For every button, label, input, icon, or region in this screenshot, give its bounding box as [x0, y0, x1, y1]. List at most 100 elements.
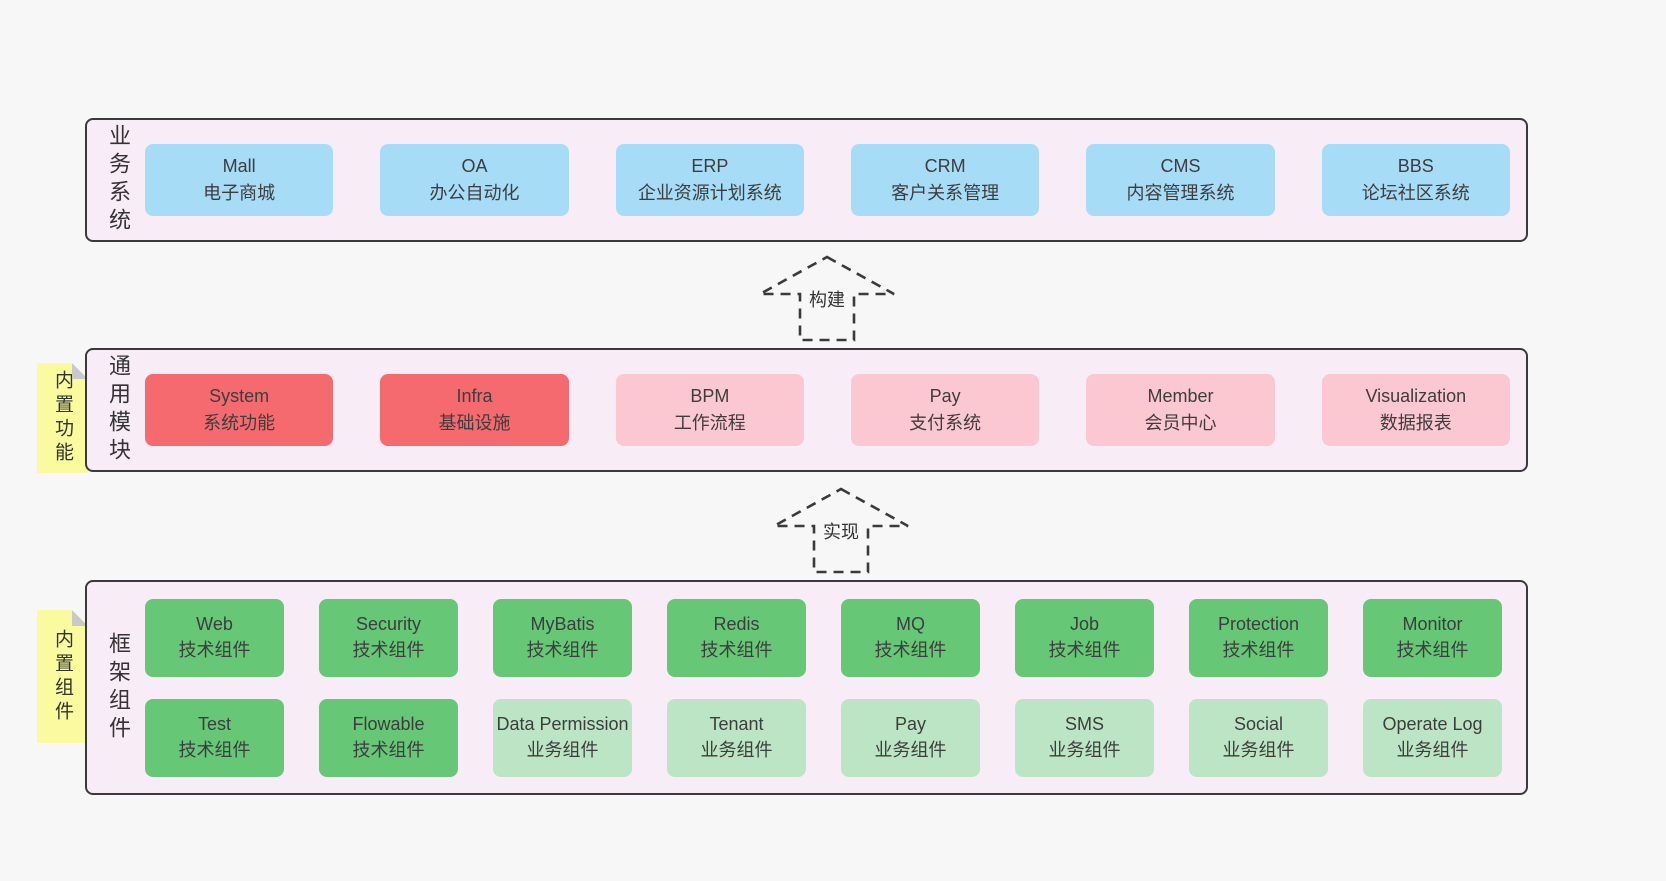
box-monitor: Monitor 技术组件	[1363, 598, 1502, 677]
layer-panel-business: 业务系统 Mall 电子商城 OA 办公自动化 ERP 企业资源计划系统 CRM…	[85, 118, 1528, 242]
box-title: Monitor	[1402, 614, 1463, 635]
box-tenant: Tenant 业务组件	[667, 698, 806, 777]
box-title: Flowable	[352, 714, 425, 735]
box-title: CMS	[1160, 156, 1201, 176]
note-built-in-components: 内置组件	[37, 610, 88, 743]
box-visualization: Visualization 数据报表	[1321, 374, 1510, 446]
box-cms: CMS 内容管理系统	[1086, 144, 1275, 216]
box-subtitle: 业务组件	[874, 739, 947, 760]
box-title: BPM	[690, 386, 730, 406]
box-subtitle: 业务组件	[700, 739, 773, 760]
components-row-2: Test 技术组件 Flowable 技术组件 Data Permission …	[145, 698, 1502, 777]
box-job: Job 技术组件	[1015, 598, 1154, 677]
box-subtitle: 支付系统	[909, 413, 982, 433]
box-flowable: Flowable 技术组件	[319, 698, 458, 777]
box-infra: Infra 基础设施	[380, 374, 569, 446]
box-test: Test 技术组件	[145, 698, 284, 777]
box-crm: CRM 客户关系管理	[850, 144, 1040, 216]
box-web: Web 技术组件	[145, 598, 284, 677]
box-bpm: BPM 工作流程	[615, 374, 804, 446]
box-member: Member 会员中心	[1086, 374, 1275, 446]
box-subtitle: 会员中心	[1144, 413, 1217, 433]
business-boxes-row: Mall 电子商城 OA 办公自动化 ERP 企业资源计划系统 CRM 客户关系…	[145, 120, 1510, 240]
layer-panel-components: 框架组件 Web 技术组件 Security 技术组件 MyBatis 技术组件…	[85, 580, 1528, 795]
box-subtitle: 业务组件	[1222, 739, 1295, 760]
box-title: Social	[1233, 714, 1284, 735]
box-subtitle: 客户关系管理	[891, 183, 1000, 203]
box-title: System	[209, 386, 270, 406]
box-subtitle: 技术组件	[178, 639, 251, 660]
box-subtitle: 技术组件	[352, 639, 425, 660]
box-mq: MQ 技术组件	[841, 598, 980, 677]
box-erp: ERP 企业资源计划系统	[615, 144, 804, 216]
box-title: Infra	[456, 386, 493, 406]
box-title: Protection	[1217, 614, 1300, 635]
box-title: Pay	[929, 386, 961, 406]
box-title: Tenant	[709, 714, 764, 735]
note-built-in-functions: 内置功能	[37, 363, 88, 473]
box-subtitle: 技术组件	[700, 639, 773, 660]
up-arrow-icon	[773, 487, 909, 574]
box-pay-component: Pay 业务组件	[841, 698, 980, 777]
box-subtitle: 论坛社区系统	[1361, 183, 1470, 203]
components-boxes: Web 技术组件 Security 技术组件 MyBatis 技术组件 Redi…	[145, 582, 1502, 793]
box-title: Test	[197, 714, 231, 735]
box-data-permission: Data Permission 业务组件	[493, 698, 632, 777]
layer-label-business: 业务系统	[106, 124, 131, 236]
box-subtitle: 工作流程	[673, 413, 746, 433]
box-title: Data Permission	[496, 714, 629, 735]
modules-boxes-row: System 系统功能 Infra 基础设施 BPM 工作流程 Pay 支付系统…	[145, 350, 1510, 470]
box-pay-module: Pay 支付系统	[850, 374, 1040, 446]
box-system: System 系统功能	[145, 374, 334, 446]
layer-panel-modules: 通用模块 System 系统功能 Infra 基础设施 BPM 工作流程 Pay…	[85, 348, 1528, 472]
box-subtitle: 业务组件	[1396, 739, 1469, 760]
box-oa: OA 办公自动化	[380, 144, 569, 216]
box-subtitle: 技术组件	[352, 739, 425, 760]
box-subtitle: 技术组件	[526, 639, 599, 660]
box-title: Operate Log	[1382, 714, 1483, 735]
box-title: BBS	[1397, 156, 1434, 176]
box-title: SMS	[1064, 714, 1104, 735]
box-subtitle: 技术组件	[1396, 639, 1469, 660]
box-bbs: BBS 论坛社区系统	[1321, 144, 1510, 216]
box-title: OA	[461, 156, 488, 176]
box-subtitle: 业务组件	[526, 739, 599, 760]
box-redis: Redis 技术组件	[667, 598, 806, 677]
box-social: Social 业务组件	[1189, 698, 1328, 777]
layer-label-modules: 通用模块	[106, 354, 131, 466]
box-subtitle: 技术组件	[1222, 639, 1295, 660]
box-subtitle: 技术组件	[1048, 639, 1121, 660]
box-operate-log: Operate Log 业务组件	[1363, 698, 1502, 777]
box-protection: Protection 技术组件	[1189, 598, 1328, 677]
box-subtitle: 内容管理系统	[1126, 183, 1235, 203]
components-row-1: Web 技术组件 Security 技术组件 MyBatis 技术组件 Redi…	[145, 598, 1502, 677]
box-title: Pay	[894, 714, 927, 735]
box-title: Job	[1069, 614, 1100, 635]
up-arrow-icon	[759, 255, 895, 342]
box-title: Redis	[713, 614, 760, 635]
box-title: Web	[196, 614, 233, 635]
box-subtitle: 技术组件	[178, 739, 251, 760]
box-subtitle: 办公自动化	[429, 183, 520, 203]
box-subtitle: 技术组件	[874, 639, 947, 660]
box-security: Security 技术组件	[319, 598, 458, 677]
box-title: CRM	[924, 156, 966, 176]
arrow-build-label: 构建	[806, 286, 848, 312]
arrow-implement: 实现	[771, 486, 911, 576]
box-subtitle: 业务组件	[1048, 739, 1121, 760]
note-label: 内置组件	[52, 628, 73, 725]
box-subtitle: 数据报表	[1379, 413, 1452, 433]
arrow-build: 构建	[757, 254, 897, 344]
box-title: MyBatis	[530, 614, 595, 635]
box-title: Security	[355, 614, 422, 635]
arrow-implement-label: 实现	[820, 518, 862, 544]
box-subtitle: 电子商城	[203, 183, 276, 203]
box-title: Member	[1147, 386, 1214, 406]
box-title: Visualization	[1365, 386, 1467, 406]
box-title: ERP	[691, 156, 729, 176]
box-mall: Mall 电子商城	[145, 144, 334, 216]
box-subtitle: 系统功能	[203, 413, 276, 433]
layer-label-components: 框架组件	[106, 631, 131, 744]
box-title: Mall	[222, 156, 256, 176]
